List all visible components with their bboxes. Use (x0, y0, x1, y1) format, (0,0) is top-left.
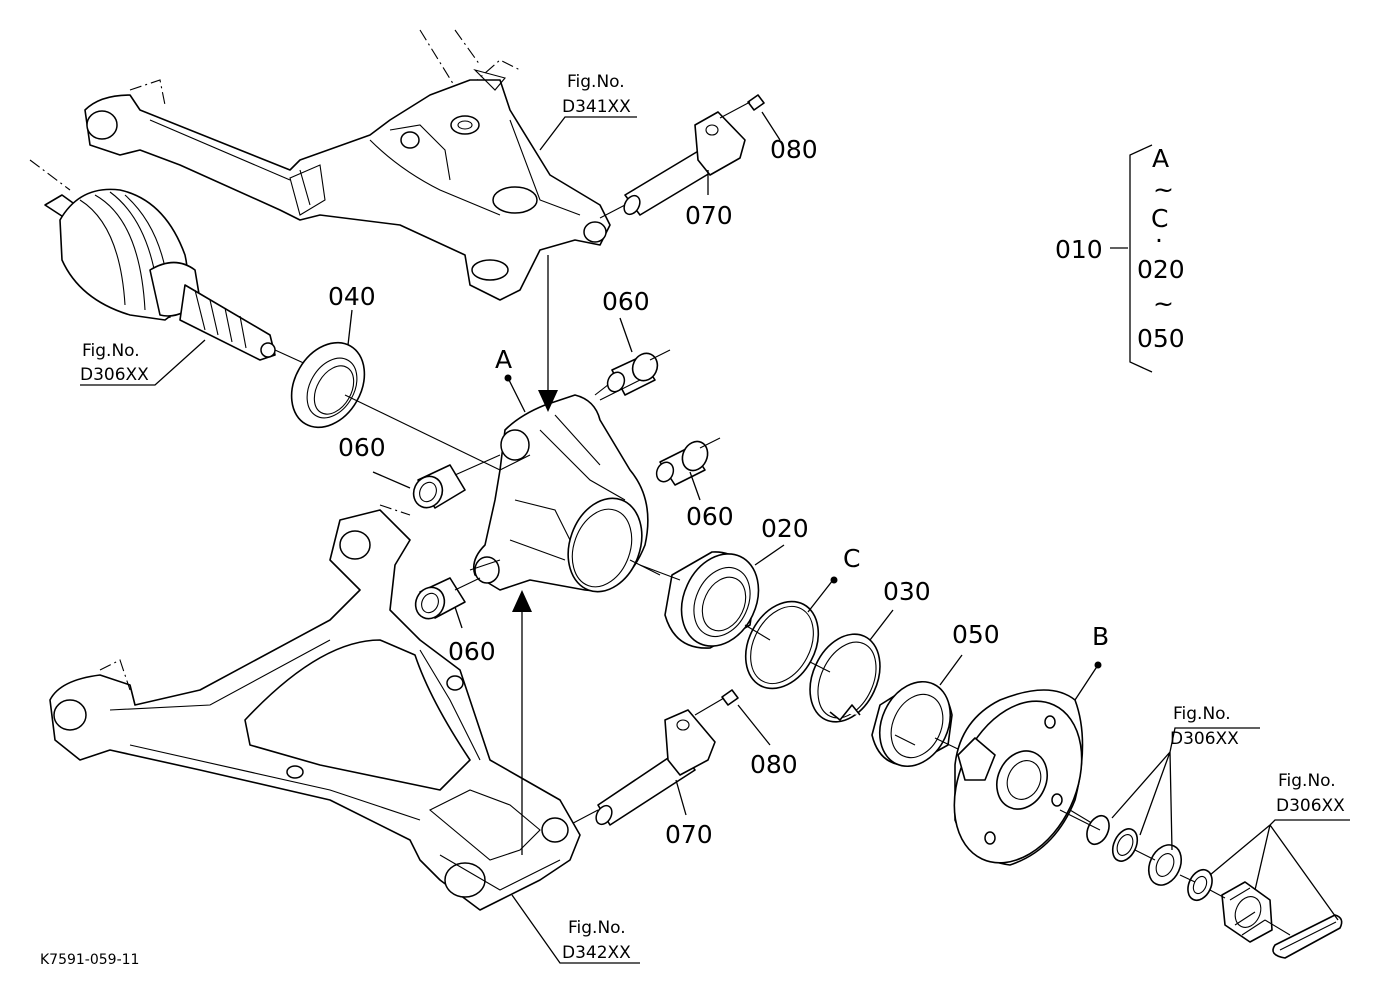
drive-shaft-joint (29, 159, 331, 376)
figref-upper-arm: Fig.No. D341XX (562, 72, 631, 117)
figref-lower-arm-code: D342XX (562, 943, 631, 963)
label-030: 030 (883, 577, 931, 606)
kit-line-050: 050 (1137, 324, 1185, 353)
pin-070-lower (559, 709, 716, 831)
kit-contents: A ~ C · 020 ~ 050 (1137, 144, 1185, 353)
label-070-upper: 070 (685, 201, 733, 230)
bearing-020 (639, 551, 760, 649)
figref-lower-arm: Fig.No. D342XX (562, 918, 631, 963)
figref-lower-arm-title: Fig.No. (568, 918, 626, 938)
arrow-upper-to-knuckle (538, 255, 558, 412)
label-050: 050 (952, 620, 1000, 649)
label-ref-c: C (843, 544, 860, 573)
kit-bracket (1129, 144, 1153, 373)
label-080-upper: 080 (770, 135, 818, 164)
figref-hub-nut-title: Fig.No. (1278, 771, 1336, 791)
figref-hub-washers-code: D306XX (1170, 729, 1239, 749)
label-020: 020 (761, 514, 809, 543)
figref-drive-shaft: Fig.No. D306XX (80, 341, 149, 385)
label-ref-a: A (495, 345, 512, 374)
circlip-030 (809, 633, 881, 723)
kit-line-020: 020 (1137, 255, 1185, 284)
label-070-lower: 070 (665, 820, 713, 849)
reference-dots (504, 374, 1102, 669)
upper-arm-part (84, 29, 611, 301)
bolt-080-upper (719, 94, 765, 119)
bushing-060-upper-right (606, 349, 671, 396)
label-ref-b: B (1092, 622, 1109, 651)
part-labels: 080 070 040 060 A 060 060 020 C 030 060 … (328, 135, 1109, 849)
bushing-060-middle-right (655, 437, 721, 486)
bushing-060-middle-left (412, 454, 501, 509)
label-060-middle-left: 060 (338, 433, 386, 462)
label-060-middle-right: 060 (686, 502, 734, 531)
figref-upper-arm-code: D341XX (562, 97, 631, 117)
bushing-060-lower-left (414, 577, 481, 620)
kit-line-c: C (1151, 204, 1168, 233)
label-060-lower-left: 060 (448, 637, 496, 666)
hub-part-b (953, 689, 1096, 866)
hub-washers (1086, 814, 1213, 902)
kit-tilde-1: ~ (1153, 175, 1174, 204)
pin-070-upper (599, 111, 746, 219)
cotter-pin (1272, 914, 1343, 959)
figref-hub-washers: Fig.No. D306XX (1170, 704, 1239, 749)
label-060-upper-right: 060 (602, 287, 650, 316)
figref-hub-washers-title: Fig.No. (1173, 704, 1231, 724)
figref-hub-nut: Fig.No. D306XX (1276, 771, 1345, 816)
label-080-lower: 080 (750, 750, 798, 779)
assembly-centerlines (469, 379, 1291, 936)
label-040: 040 (328, 282, 376, 311)
kit-dot: · (1155, 226, 1163, 255)
lower-arm-part (49, 504, 581, 911)
kit-tilde-2: ~ (1153, 289, 1174, 318)
figref-hub-nut-code: D306XX (1276, 796, 1345, 816)
leader-lines (80, 111, 1350, 964)
drawing-code: K7591-059-11 (40, 952, 139, 968)
oil-seal-050 (871, 680, 961, 768)
figref-drive-shaft-code: D306XX (80, 365, 149, 385)
hub-nut (1221, 881, 1273, 943)
knuckle-part-a (472, 359, 649, 593)
kit-line-a: A (1152, 144, 1169, 173)
label-010: 010 (1055, 235, 1103, 264)
oil-seal-040 (290, 341, 501, 471)
arrow-lower-to-knuckle (512, 590, 532, 855)
figref-upper-arm-title: Fig.No. (567, 72, 625, 92)
figref-drive-shaft-title: Fig.No. (82, 341, 140, 361)
bolt-080-lower (694, 689, 739, 716)
